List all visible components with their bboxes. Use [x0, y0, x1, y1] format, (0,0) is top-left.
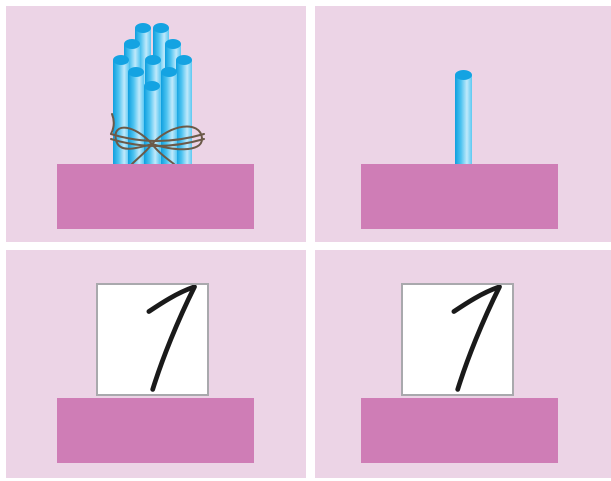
base-block	[57, 398, 254, 463]
single-stick-card	[315, 6, 611, 242]
digit-box	[401, 283, 514, 396]
base-block	[361, 164, 558, 229]
base-block	[361, 398, 558, 463]
digit-box	[96, 283, 209, 396]
handwritten-digit-one	[403, 285, 512, 394]
bundle-card	[6, 6, 306, 242]
base-block	[57, 164, 254, 229]
stick	[455, 70, 472, 164]
digit-card-right	[315, 250, 611, 478]
stick	[176, 55, 192, 164]
digit-card-left	[6, 250, 306, 478]
handwritten-digit-one	[98, 285, 207, 394]
